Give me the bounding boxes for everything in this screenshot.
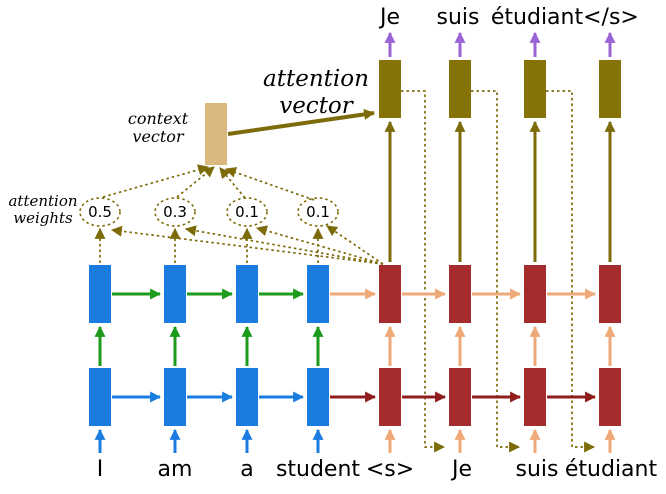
encoder-input-word: student xyxy=(276,457,360,482)
attention-vector-label: attention xyxy=(263,66,369,92)
encoder-input-word: I xyxy=(97,457,104,482)
attention-vector-cell xyxy=(449,60,471,118)
weighted-sum-arrow xyxy=(219,167,246,199)
decoder-cell-l2 xyxy=(599,265,621,323)
decoder-input-word: suis xyxy=(516,457,559,482)
encoder-cell-l2 xyxy=(307,265,329,323)
attention-weights-label: attention xyxy=(8,192,77,210)
output-word: Je xyxy=(378,5,400,30)
output-words: Je suis étudiant </s> xyxy=(378,5,639,30)
input-words: I am a student <s> Je suis étudiant xyxy=(97,457,658,482)
input-feeding-path-3 xyxy=(546,90,596,453)
output-word: suis xyxy=(437,5,480,30)
context-vector-cell xyxy=(205,103,227,165)
input-feeding-path-1 xyxy=(401,90,446,453)
attention-weight-node xyxy=(79,197,121,227)
attention-weight-value: 0.1 xyxy=(235,203,259,221)
decoder-input-word: étudiant xyxy=(565,457,658,482)
encoder-input-word: a xyxy=(240,457,253,482)
input-feeding-path-2 xyxy=(471,90,521,453)
decoder xyxy=(379,31,621,453)
context-to-attention-arrow xyxy=(227,108,376,136)
diagram-labels: attention vector context vector attentio… xyxy=(8,66,368,227)
weighted-sum-arrow xyxy=(224,167,315,201)
output-word: </s> xyxy=(583,5,639,30)
encoder-input-word: am xyxy=(158,457,193,482)
attention-vector-label: vector xyxy=(279,93,355,119)
decoder-cell-l2 xyxy=(449,265,471,323)
attention-weight-value: 0.3 xyxy=(163,203,187,221)
decoder-cell-l1 xyxy=(524,368,546,426)
decoder-cell-l1 xyxy=(449,368,471,426)
score-arrow-decoder xyxy=(326,225,384,265)
attention-vector-cell xyxy=(379,60,401,118)
encoder-cell-l1 xyxy=(164,368,186,426)
input-feeding-paths xyxy=(401,90,596,453)
attention-weight-node xyxy=(226,197,268,227)
encoder-cell-l2 xyxy=(89,265,111,323)
score-arrow-decoder xyxy=(184,225,384,265)
decoder-input-word: <s> xyxy=(366,457,414,482)
encoder-cell-l2 xyxy=(236,265,258,323)
decoder-input-word: Je xyxy=(450,457,472,482)
attention-vector-cell xyxy=(524,60,546,118)
attention-vector-cell xyxy=(599,60,621,118)
attention-weight-node xyxy=(297,197,339,227)
decoder-cell-l1 xyxy=(599,368,621,426)
weighted-sum-arrow xyxy=(102,164,210,198)
encoder-cell-l1 xyxy=(307,368,329,426)
context-vector-label: vector xyxy=(132,127,185,146)
decoder-cell-l2 xyxy=(379,265,401,323)
encoder-cell-l2 xyxy=(164,265,186,323)
encoder-decoder-bridge xyxy=(330,288,377,403)
encoder-cell-l1 xyxy=(236,368,258,426)
attention-weights-label: weights xyxy=(13,209,73,227)
attention-weight-value: 0.1 xyxy=(306,203,330,221)
decoder-cell-l2 xyxy=(524,265,546,323)
output-word: étudiant xyxy=(491,5,584,30)
encoder xyxy=(89,265,329,453)
context-vector-label: context xyxy=(128,109,189,128)
decoder-cell-l1 xyxy=(379,368,401,426)
attention-machinery: 0.5 0.3 0.1 0.1 xyxy=(79,103,384,265)
encoder-cell-l1 xyxy=(89,368,111,426)
attention-weight-node xyxy=(154,197,196,227)
weighted-sum-arrow xyxy=(176,166,215,198)
score-arrow-decoder xyxy=(110,225,384,265)
score-arrow-decoder xyxy=(255,225,384,265)
attention-weight-value: 0.5 xyxy=(88,203,112,221)
